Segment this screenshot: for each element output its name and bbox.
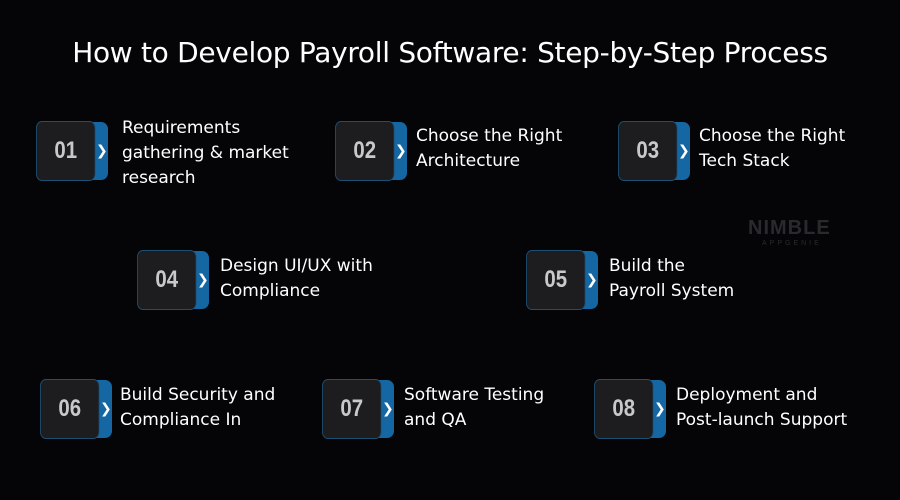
step-label-line: Tech Stack [699,151,790,171]
step-label-line: Post-launch Support [676,410,848,430]
step-number: 06 [40,379,100,439]
chevron-right-icon: ❯ [586,272,598,288]
step-badge: 06❯ [40,379,112,439]
step-label-line: and QA [404,410,467,430]
step-badge: 02❯ [335,121,407,181]
step-badge: 01❯ [36,121,108,181]
step-number: 07 [322,379,382,439]
step-label-line: Build Security and [120,385,276,405]
chevron-right-icon: ❯ [395,143,407,159]
step-number: 05 [526,250,586,310]
step-number: 02 [335,121,395,181]
step-badge: 07❯ [322,379,394,439]
step-label: Software Testing and QA [404,383,544,433]
step-label-line: Payroll System [609,281,735,301]
chevron-right-icon: ❯ [100,401,112,417]
step-label-line: Build the [609,256,685,276]
step-label-line: research [122,168,196,188]
chevron-right-icon: ❯ [382,401,394,417]
step-label-line: Software Testing [404,385,545,405]
step-label-line: Deployment and [676,385,818,405]
step-label-line: Architecture [416,151,521,171]
step-badge: 03❯ [618,121,690,181]
step-number: 04 [137,250,197,310]
chevron-right-icon: ❯ [96,143,108,159]
watermark-line1: NIMBLE [748,217,831,239]
step-label-line: Requirements [122,118,241,138]
step-label-line: Choose the Right [699,126,846,146]
step-label-line: Choose the Right [416,126,563,146]
page-title: How to Develop Payroll Software: Step-by… [72,36,828,69]
watermark-logo: NIMBLE APPGENIE [748,217,831,247]
step-label-line: Compliance [220,281,321,301]
step-label-line: Compliance In [120,410,242,430]
step-badge: 08❯ [594,379,666,439]
step-number: 01 [36,121,96,181]
chevron-right-icon: ❯ [678,143,690,159]
step-badge: 05❯ [526,250,598,310]
step-label-line: Design UI/UX with [220,256,373,276]
step-label-line: gathering & market [122,143,289,163]
step-label: Requirements gathering & market research [122,116,289,191]
chevron-right-icon: ❯ [654,401,666,417]
step-number: 08 [594,379,654,439]
step-badge: 04❯ [137,250,209,310]
watermark-line2: APPGENIE [762,240,822,247]
chevron-right-icon: ❯ [197,272,209,288]
step-number: 03 [618,121,678,181]
